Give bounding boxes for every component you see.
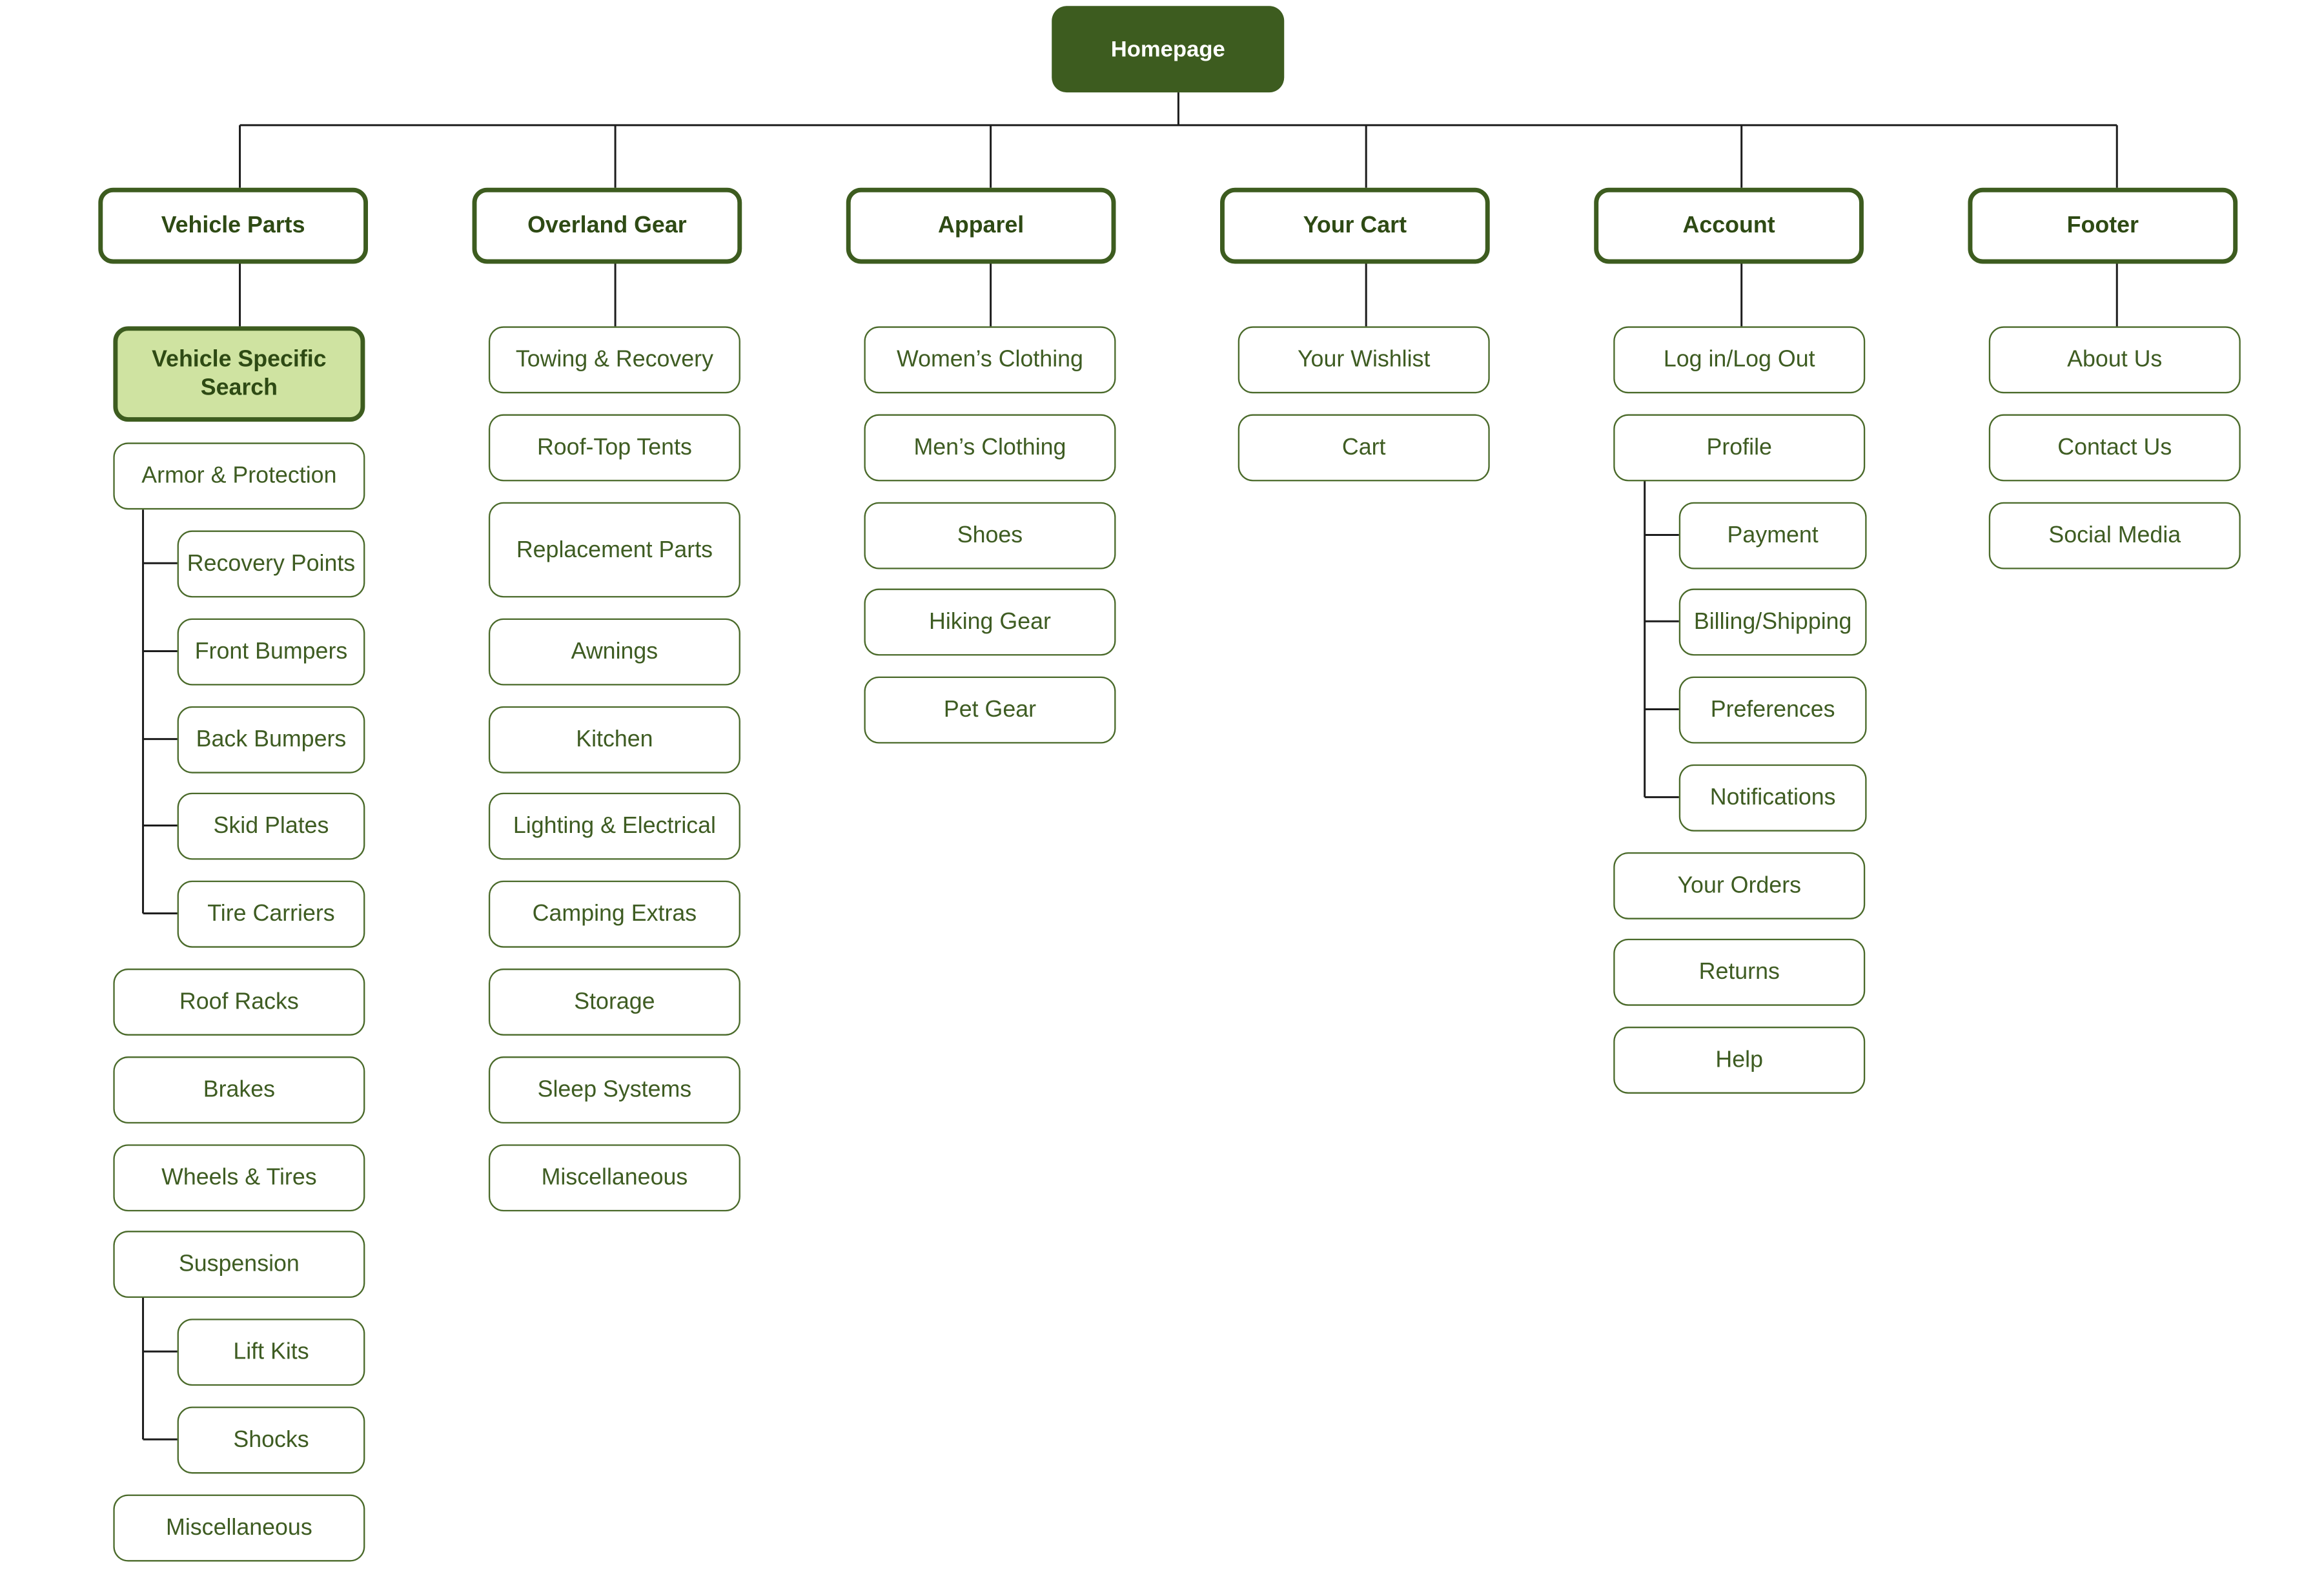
hiking-gear-node[interactable]: Hiking Gear [864, 588, 1116, 656]
category-overland-gear[interactable]: Overland Gear [472, 187, 742, 264]
payment-node[interactable]: Payment [1678, 502, 1867, 569]
preferences-node[interactable]: Preferences [1678, 676, 1867, 744]
notifications-node[interactable]: Notifications [1678, 764, 1867, 832]
returns-node[interactable]: Returns [1613, 938, 1866, 1006]
roof-racks-node[interactable]: Roof Racks [113, 969, 365, 1036]
sleep-systems-node[interactable]: Sleep Systems [488, 1056, 740, 1124]
category-account[interactable]: Account [1594, 187, 1864, 264]
suspension-node[interactable]: Suspension [113, 1231, 365, 1298]
camping-extras-node[interactable]: Camping Extras [488, 880, 740, 948]
wheels-tires-node[interactable]: Wheels & Tires [113, 1144, 365, 1212]
brakes-node[interactable]: Brakes [113, 1056, 365, 1124]
vehicle-specific-search-node[interactable]: Vehicle Specific Search [113, 326, 365, 422]
roof-top-tents-node[interactable]: Roof-Top Tents [488, 414, 740, 482]
front-bumpers-node[interactable]: Front Bumpers [177, 618, 365, 686]
skid-plates-node[interactable]: Skid Plates [177, 792, 365, 860]
shoes-node[interactable]: Shoes [864, 502, 1116, 569]
replacement-parts-node[interactable]: Replacement Parts [488, 502, 740, 598]
about-us-node[interactable]: About Us [1988, 326, 2241, 394]
lift-kits-node[interactable]: Lift Kits [177, 1318, 365, 1386]
category-your-cart[interactable]: Your Cart [1220, 187, 1490, 264]
overland-miscellaneous-node[interactable]: Miscellaneous [488, 1144, 740, 1212]
recovery-points-node[interactable]: Recovery Points [177, 530, 365, 598]
category-vehicle-parts[interactable]: Vehicle Parts [98, 187, 369, 264]
category-footer[interactable]: Footer [1968, 187, 2238, 264]
womens-clothing-node[interactable]: Women’s Clothing [864, 326, 1116, 394]
social-media-node[interactable]: Social Media [1988, 502, 2241, 569]
your-wishlist-node[interactable]: Your Wishlist [1238, 326, 1490, 394]
log-in-log-out-node[interactable]: Log in/Log Out [1613, 326, 1866, 394]
vehicle-parts-miscellaneous-node[interactable]: Miscellaneous [113, 1494, 365, 1562]
back-bumpers-node[interactable]: Back Bumpers [177, 706, 365, 774]
kitchen-node[interactable]: Kitchen [488, 706, 740, 774]
contact-us-node[interactable]: Contact Us [1988, 414, 2241, 482]
profile-node[interactable]: Profile [1613, 414, 1866, 482]
pet-gear-node[interactable]: Pet Gear [864, 676, 1116, 744]
category-apparel[interactable]: Apparel [846, 187, 1116, 264]
homepage-node[interactable]: Homepage [1052, 6, 1285, 93]
help-node[interactable]: Help [1613, 1027, 1866, 1094]
tire-carriers-node[interactable]: Tire Carriers [177, 880, 365, 948]
your-orders-node[interactable]: Your Orders [1613, 852, 1866, 919]
mens-clothing-node[interactable]: Men’s Clothing [864, 414, 1116, 482]
lighting-electrical-node[interactable]: Lighting & Electrical [488, 792, 740, 860]
armor-protection-node[interactable]: Armor & Protection [113, 442, 365, 510]
shocks-node[interactable]: Shocks [177, 1406, 365, 1474]
cart-node[interactable]: Cart [1238, 414, 1490, 482]
awnings-node[interactable]: Awnings [488, 618, 740, 686]
towing-recovery-node[interactable]: Towing & Recovery [488, 326, 740, 394]
storage-node[interactable]: Storage [488, 969, 740, 1036]
billing-shipping-node[interactable]: Billing/Shipping [1678, 588, 1867, 656]
